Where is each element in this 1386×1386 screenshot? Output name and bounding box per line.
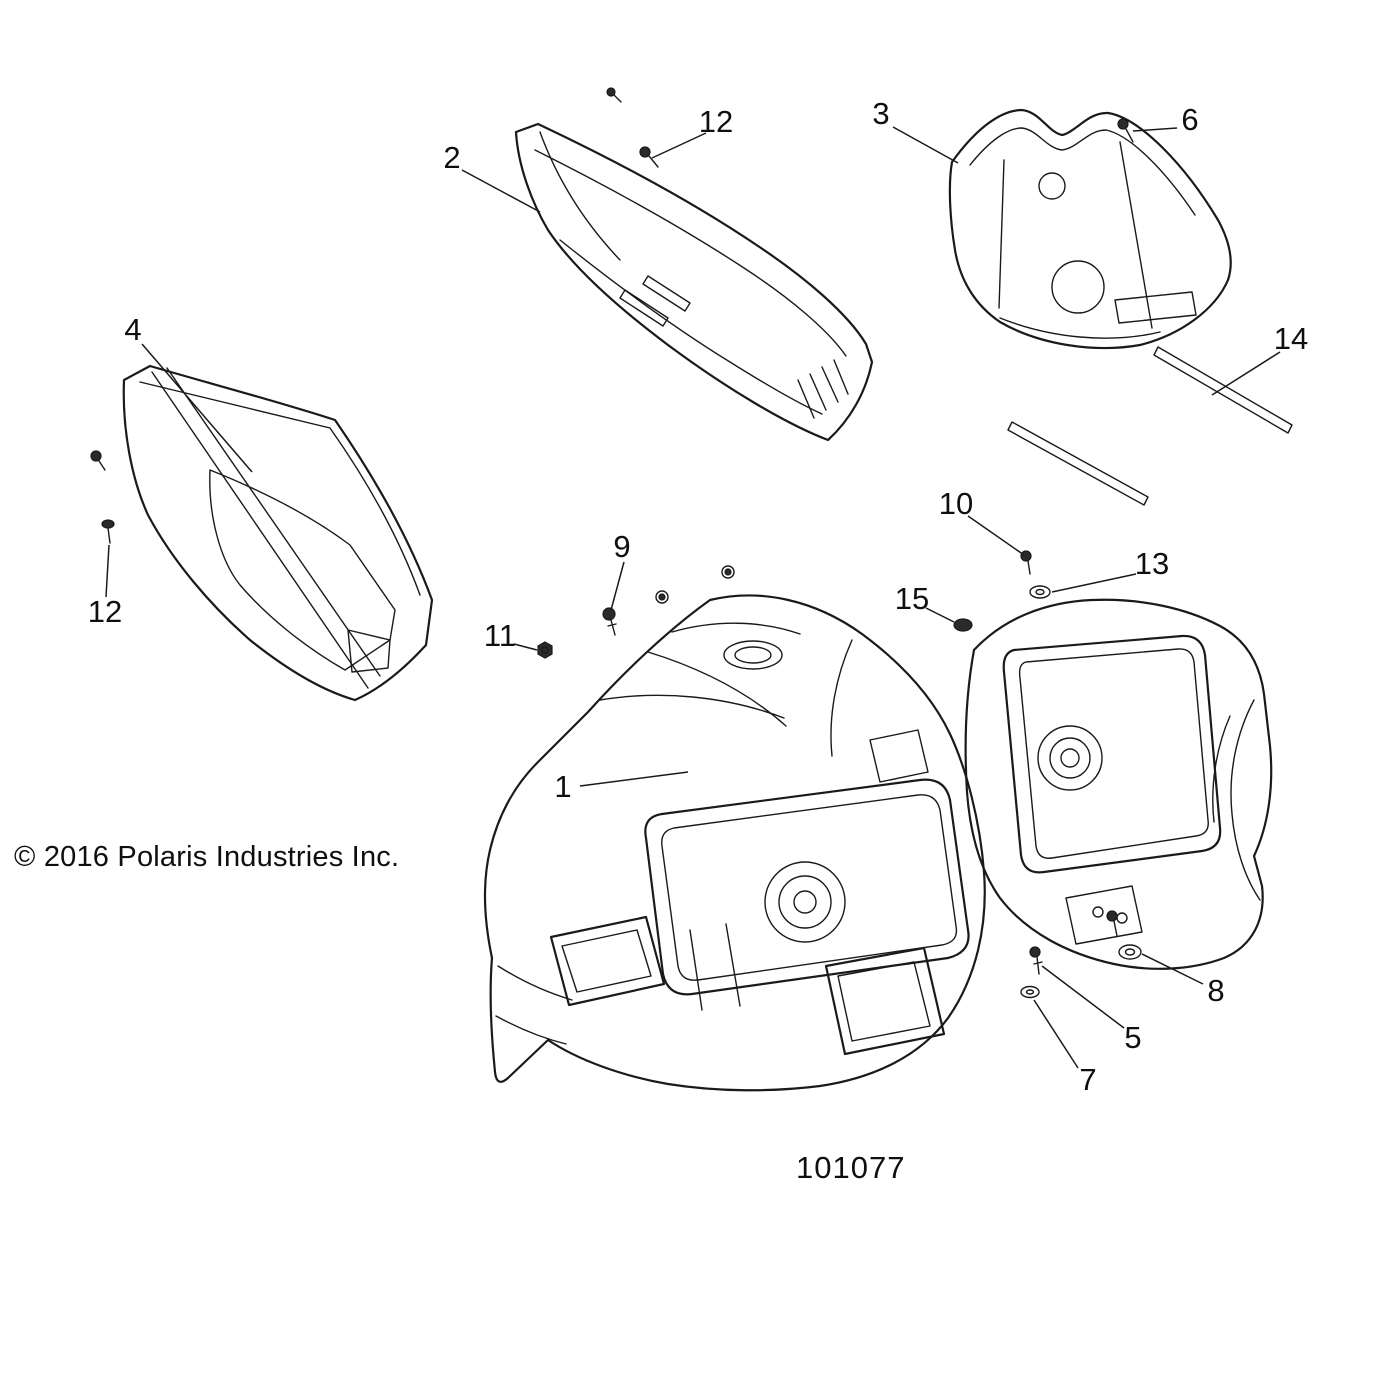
headlight-pocket-left [549, 915, 666, 1007]
part-2-side-panel [514, 122, 874, 442]
callout-11: 11 [484, 618, 516, 653]
part-4-bracket [347, 629, 391, 673]
washer-13 [1029, 585, 1051, 599]
callout-7: 7 [1079, 1062, 1096, 1097]
washer-7 [1020, 985, 1040, 999]
callout-1: 1 [554, 769, 571, 804]
callout-8: 8 [1207, 973, 1224, 1008]
screw-8 [1106, 910, 1118, 937]
fasteners [90, 87, 1142, 999]
rear-cab-section [964, 598, 1273, 970]
callout-labels: 12 2 3 6 14 4 12 10 13 9 15 11 1 8 5 7 [88, 96, 1308, 1097]
part-4-side-panel [122, 364, 434, 702]
part-3-round-opening [1051, 260, 1105, 314]
screw-5 [1029, 946, 1043, 975]
nut-11 [537, 641, 553, 659]
fastener-10 [1020, 550, 1032, 575]
leader-lines [105, 126, 1281, 1069]
callout-3: 3 [872, 96, 889, 131]
part-3-slot [1114, 291, 1197, 324]
part-3-closeoff-panel [948, 108, 1232, 350]
copyright-text: © 2016 Polaris Industries Inc. [14, 841, 400, 873]
callout-12-left: 12 [88, 594, 122, 629]
rear-bin-opening [1002, 634, 1222, 874]
part-1-front-cab [483, 594, 986, 1092]
callout-15: 15 [895, 581, 929, 616]
bolt-a [655, 590, 669, 604]
callout-5: 5 [1124, 1020, 1141, 1055]
callout-13: 13 [1135, 546, 1169, 581]
callout-12-top: 12 [699, 104, 733, 139]
rear-mount-bracket [1065, 885, 1143, 945]
screw-top [606, 87, 622, 103]
fuel-cap [723, 640, 783, 670]
plug-15 [953, 618, 973, 632]
callout-6: 6 [1181, 102, 1198, 137]
screw-12-left-a [90, 450, 106, 471]
callout-9: 9 [613, 529, 630, 564]
headlight-pocket-right [824, 946, 946, 1056]
callout-4: 4 [124, 312, 141, 347]
screw-6 [1117, 118, 1134, 143]
figure-number: 101077 [796, 1150, 906, 1185]
callout-2: 2 [443, 140, 460, 175]
callout-10: 10 [939, 486, 973, 521]
bolt-b [721, 565, 735, 579]
callout-14: 14 [1274, 321, 1308, 356]
screw-12-left-b [101, 519, 115, 544]
screw-12-top [639, 146, 659, 168]
bin-hub [764, 861, 846, 943]
part-1-storage-bin [644, 778, 970, 996]
part-2-vent-slats [797, 359, 849, 419]
washer-8 [1118, 944, 1142, 960]
part-14-trim-rods [1007, 346, 1293, 506]
rear-bin-hub [1037, 725, 1103, 791]
screw-9 [602, 607, 617, 636]
mount-bracket [869, 729, 929, 783]
